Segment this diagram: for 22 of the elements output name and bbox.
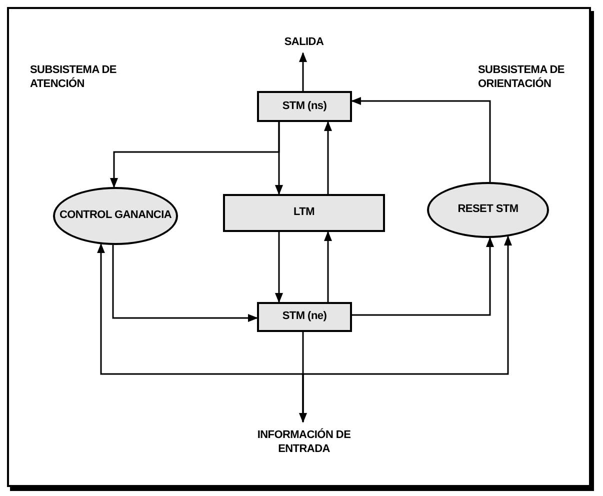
arrow [324, 121, 332, 194]
node-text: RESET STM [458, 203, 518, 217]
arrow [275, 232, 283, 303]
arrow [112, 244, 258, 322]
arrow [302, 235, 512, 422]
node-text: INFORMACIÓN DE ENTRADA [256, 429, 352, 457]
arrow [352, 236, 494, 316]
node-text: SALIDA [284, 36, 324, 50]
node-text: STM (ns) [282, 100, 327, 114]
arrow [324, 231, 332, 302]
node-text: CONTROL GANANCIA [59, 209, 172, 223]
arrow [275, 122, 283, 195]
process-box [257, 91, 352, 122]
arrow [299, 52, 307, 91]
subsystem-label: SUBSISTEMA DE ATENCIÓN [30, 64, 118, 92]
arrow [351, 97, 491, 182]
process-box [223, 194, 385, 232]
arrow [299, 332, 307, 423]
node-text: STM (ne) [282, 310, 327, 324]
subsystem-label: SUBSISTEMA DE ORIENTACIÓN [478, 64, 566, 92]
process-box [257, 302, 352, 332]
node-text: LTM [294, 206, 314, 220]
